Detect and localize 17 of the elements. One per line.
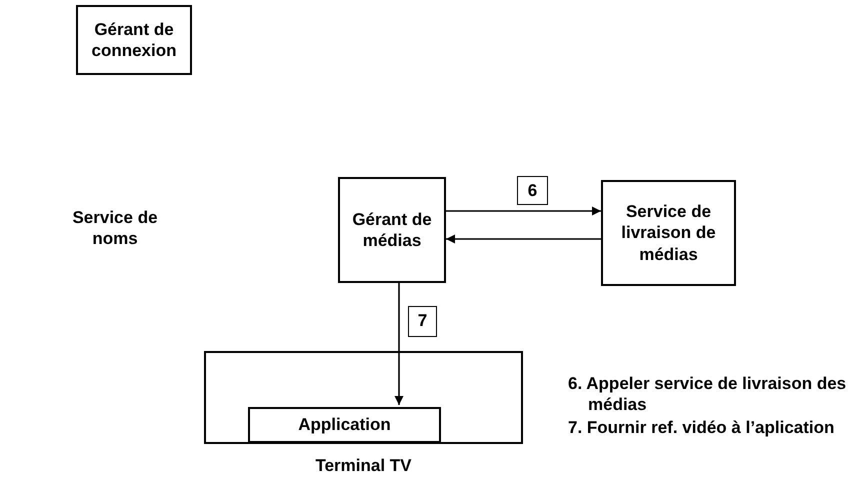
arrow — [446, 206, 601, 216]
process-box — [338, 177, 446, 283]
process-box — [76, 5, 192, 75]
note-text: 6. Appeler service de livraison des médias — [568, 373, 848, 416]
box-label: Gérant de médias — [351, 208, 433, 252]
edge-label: 7 — [408, 306, 437, 337]
component-label: Service de noms — [71, 207, 159, 250]
arrow — [446, 234, 601, 244]
box-heading: Terminal TV — [314, 456, 413, 476]
box-label: Service de livraison de médias — [620, 201, 717, 265]
process-box — [248, 407, 441, 443]
note-text: 7. Fournir ref. vidéo à l’aplication — [568, 417, 836, 438]
process-box — [601, 180, 736, 286]
box-label: Application — [298, 414, 391, 436]
box-label: Gérant de connexion — [90, 18, 178, 62]
edge-label: 6 — [517, 176, 548, 205]
arrow — [394, 283, 404, 405]
